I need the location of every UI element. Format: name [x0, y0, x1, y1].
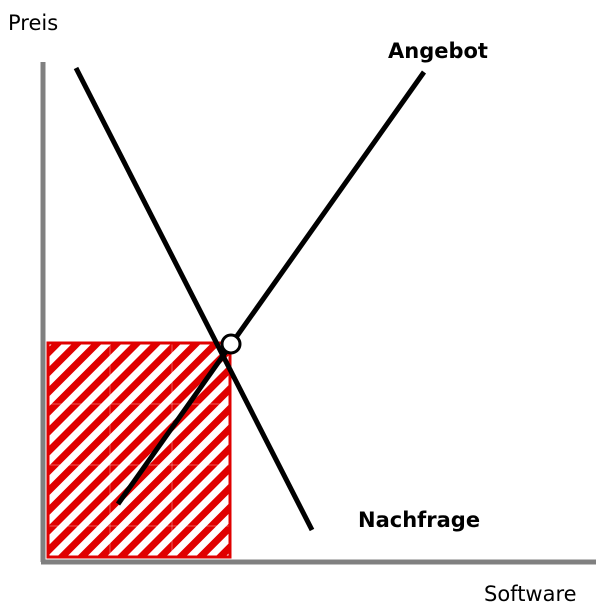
supply-curve — [115, 70, 427, 506]
supply-label: Angebot — [388, 39, 488, 63]
demand-curve — [73, 66, 315, 532]
shaded-region — [46, 341, 232, 559]
x-axis-label: Software — [484, 582, 577, 606]
shaded-region-border — [46, 341, 232, 559]
equilibrium-point — [220, 333, 242, 355]
demand-label: Nachfrage — [358, 508, 480, 532]
y-axis-label: Preis — [8, 11, 58, 35]
